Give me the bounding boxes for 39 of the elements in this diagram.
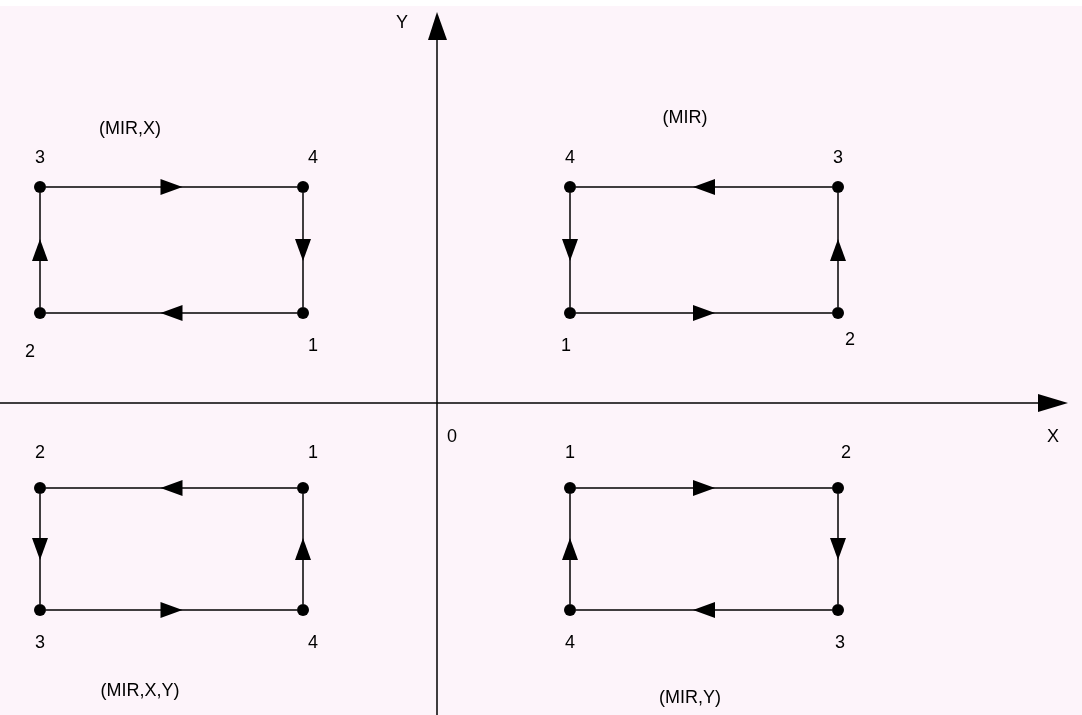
axis-label: (MIR,X) bbox=[99, 119, 161, 137]
arrow bbox=[575, 305, 833, 321]
corner-number: 2 bbox=[25, 342, 35, 360]
corner-number: 4 bbox=[565, 633, 575, 651]
arrow bbox=[562, 493, 578, 605]
corner-number: 2 bbox=[845, 330, 855, 348]
corner-number: 4 bbox=[565, 148, 575, 166]
corner-number: 1 bbox=[561, 336, 571, 354]
axis-label: 0 bbox=[447, 427, 457, 445]
axis-label: X bbox=[1047, 427, 1059, 445]
corner-number: 1 bbox=[308, 336, 318, 354]
arrow bbox=[562, 192, 578, 308]
arrow bbox=[45, 602, 298, 618]
arrow bbox=[295, 192, 311, 308]
axis-label: (MIR,Y) bbox=[659, 688, 721, 706]
arrow bbox=[45, 305, 298, 321]
corner-number: 3 bbox=[35, 633, 45, 651]
arrow bbox=[575, 179, 833, 195]
arrow bbox=[45, 480, 298, 496]
corner-number: 3 bbox=[833, 148, 843, 166]
corner-number: 3 bbox=[35, 148, 45, 166]
arrow bbox=[45, 179, 298, 195]
arrow bbox=[575, 602, 833, 618]
axis-label: (MIR,X,Y) bbox=[100, 681, 180, 699]
axis-label: Y bbox=[396, 13, 408, 31]
corner-number: 1 bbox=[565, 443, 575, 461]
corner-number: 2 bbox=[35, 443, 45, 461]
corner-number: 2 bbox=[841, 443, 851, 461]
corner-number: 4 bbox=[308, 148, 318, 166]
arrow bbox=[32, 493, 48, 605]
arrow bbox=[575, 480, 833, 496]
arrow bbox=[830, 493, 846, 605]
arrow bbox=[295, 493, 311, 605]
axis-label: (MIR) bbox=[662, 108, 708, 126]
corner-number: 4 bbox=[308, 633, 318, 651]
arrow bbox=[32, 192, 48, 308]
corner-number: 3 bbox=[835, 633, 845, 651]
corner-number: 1 bbox=[308, 443, 318, 461]
arrow bbox=[830, 192, 846, 308]
